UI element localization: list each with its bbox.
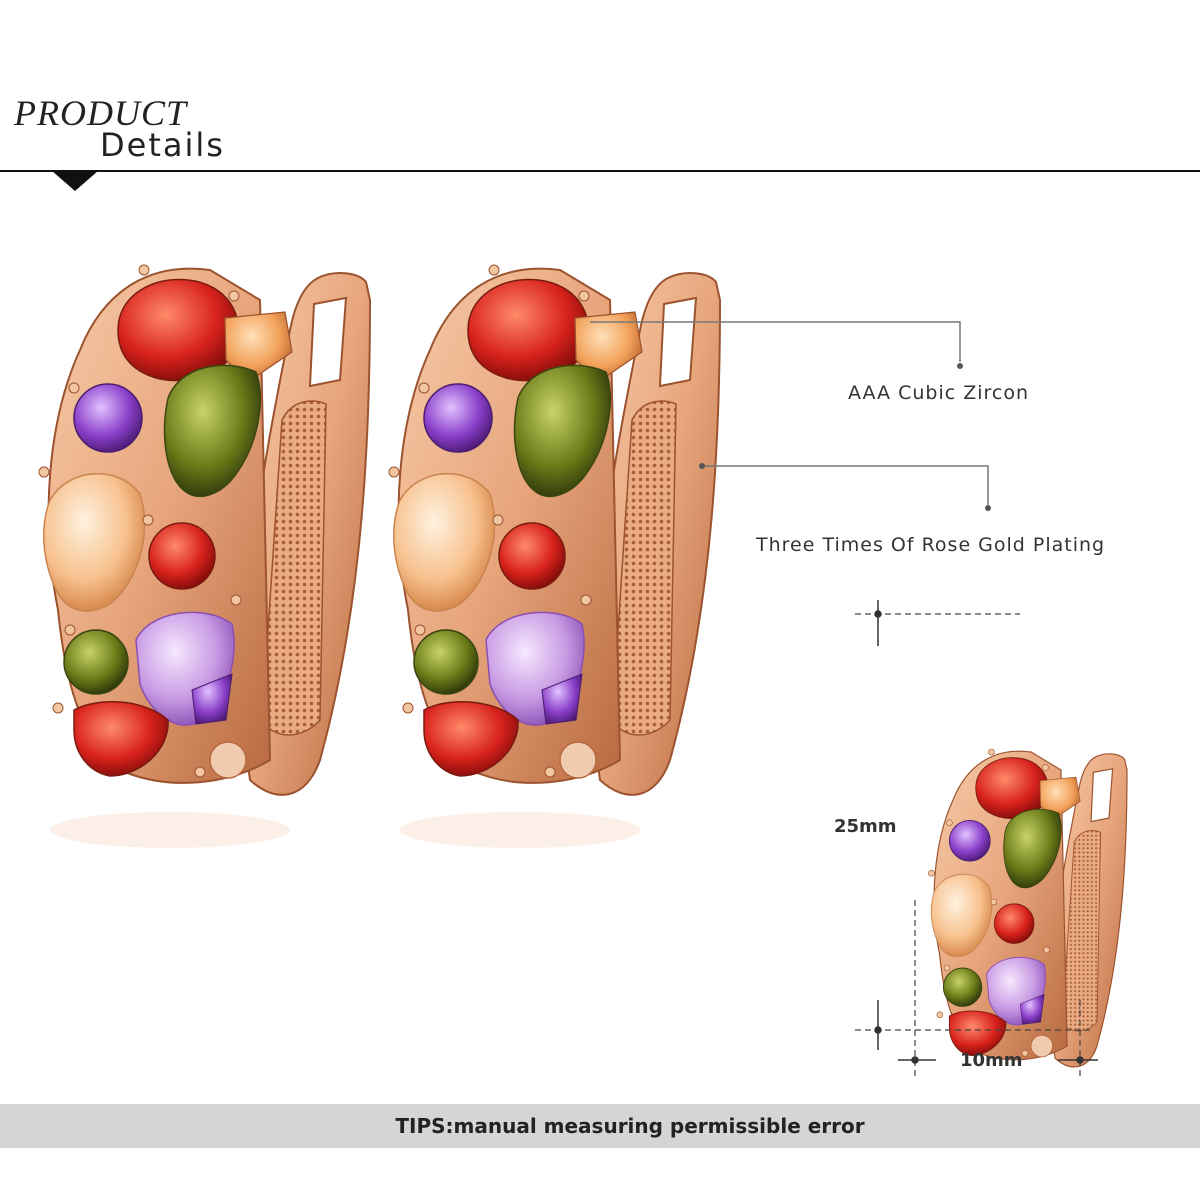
header: PRODUCT Details [0, 0, 1200, 200]
header-pointer-icon [52, 171, 98, 191]
callout-plating-label: Three Times Of Rose Gold Plating [756, 534, 1106, 556]
callout-lines [590, 321, 991, 511]
tips-text: TIPS:manual measuring permissible error [395, 1114, 865, 1138]
earring-reflection-2 [400, 812, 640, 848]
tips-bar: TIPS:manual measuring permissible error [0, 1104, 1200, 1148]
title-details: Details [100, 126, 225, 164]
product-scene [38, 264, 1128, 1080]
dimension-arrows [874, 600, 1098, 1064]
earring-reflection-1 [50, 812, 290, 848]
earring-scaled-view [927, 748, 1128, 1068]
dimension-width-label: 10mm [960, 1050, 1023, 1071]
dimension-height-label: 25mm [834, 816, 897, 837]
header-rule [0, 170, 1200, 172]
dimension-guides [855, 613, 1090, 1080]
callout-stone-label: AAA Cubic Zircon [848, 382, 1030, 404]
title-product: PRODUCT [14, 93, 188, 133]
earring-front-view-2 [388, 264, 721, 796]
earring-front-view-1 [38, 264, 371, 796]
